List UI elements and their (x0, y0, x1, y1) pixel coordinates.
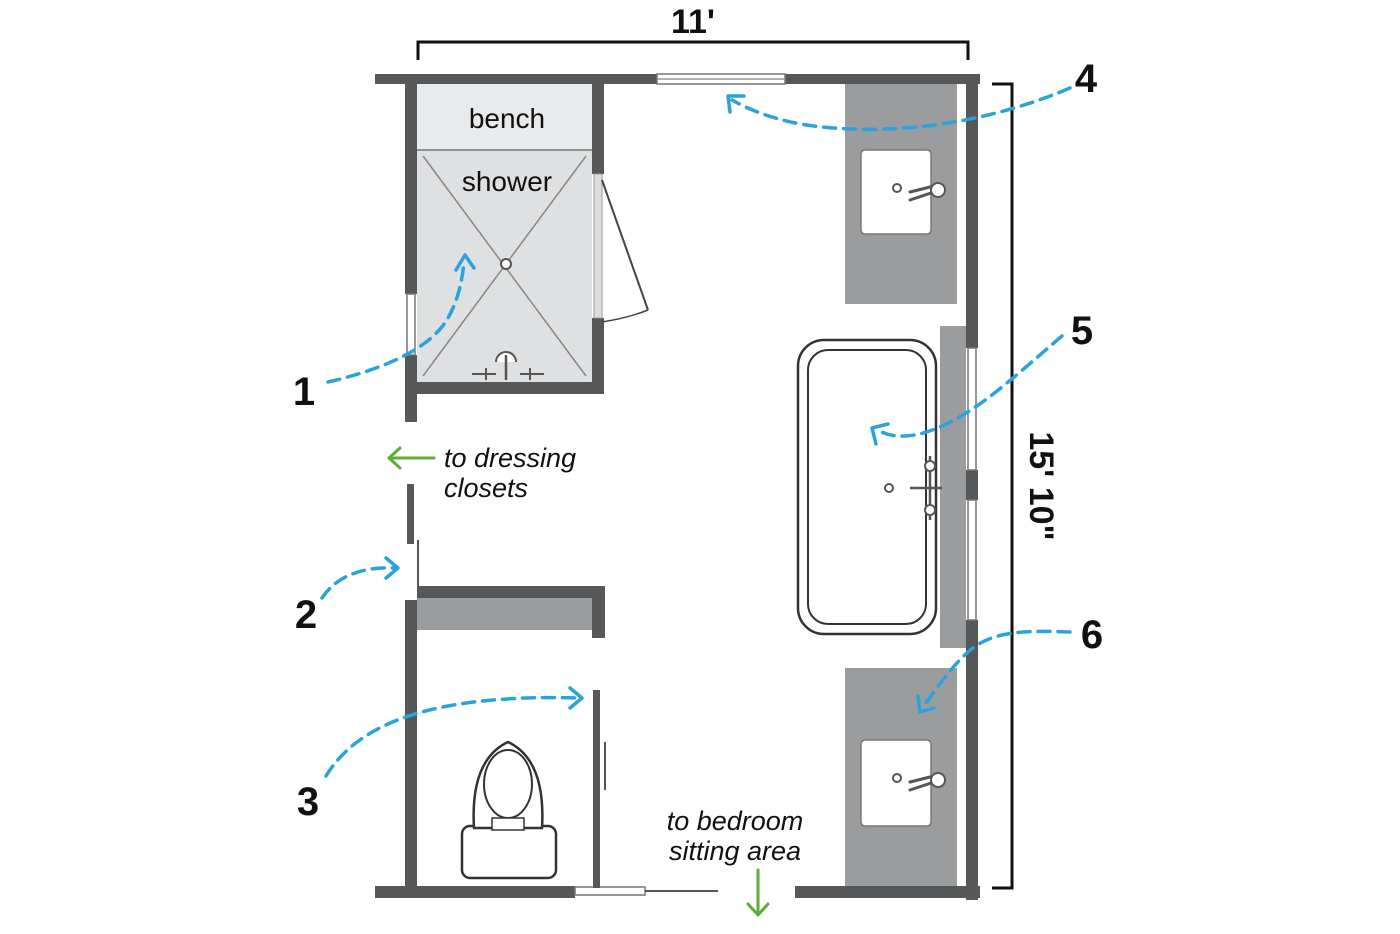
bench-label: bench (469, 103, 545, 134)
callout-arrow-3 (324, 686, 584, 778)
callout-number-2: 2 (295, 593, 317, 637)
callout-arrow-1 (326, 253, 476, 384)
bedroom-arrow-icon (746, 868, 770, 917)
shower-label: shower (462, 166, 552, 197)
length-dimension: 15' 10" (992, 82, 1060, 890)
callout-number-1: 1 (293, 370, 315, 414)
callout-number-3: 3 (297, 780, 319, 824)
callout-number-6: 6 (1081, 613, 1103, 657)
callout-arrow-5 (870, 334, 1064, 446)
tub-ledge (940, 326, 966, 648)
upper-vanity (845, 84, 966, 304)
walls (375, 73, 980, 900)
width-dimension: 11' (416, 3, 970, 60)
callout-arrow-6 (916, 629, 1072, 714)
dressing-closets-note-line2: closets (444, 473, 528, 503)
shower-door-icon (593, 173, 649, 323)
upper-faucet-icon (892, 182, 946, 202)
callout-number-4: 4 (1075, 57, 1098, 101)
callout-arrow-2 (320, 556, 400, 600)
bedroom-note-line1: to bedroom (667, 806, 804, 836)
shower-faucet-icon (472, 351, 544, 380)
dressing-closets-note-line1: to dressing (444, 443, 576, 473)
bedroom-note-line2: sitting area (669, 836, 801, 866)
bench-area (417, 84, 592, 150)
width-dimension-label: 11' (671, 3, 715, 41)
callout-arrow-4 (726, 86, 1072, 132)
closet-shelf (417, 598, 592, 630)
dressing-closets-arrow-icon (387, 446, 436, 470)
lower-faucet-icon (892, 772, 946, 792)
callout-number-5: 5 (1071, 309, 1093, 353)
toilet-icon (460, 740, 558, 880)
shower-drain-lines (422, 155, 587, 377)
length-dimension-label: 15' 10" (1022, 431, 1060, 540)
lower-vanity (845, 668, 966, 886)
bathtub-icon (796, 338, 942, 636)
